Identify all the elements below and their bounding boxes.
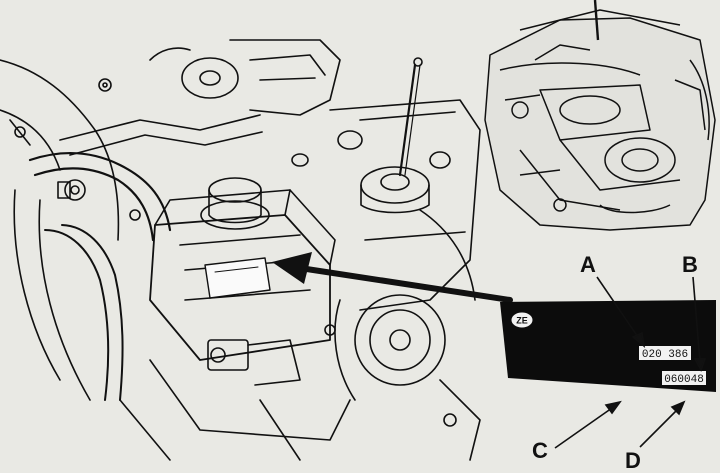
engine-bay-illustration [0,39,481,461]
callout-a: A [580,252,596,277]
code-2-label-bg [662,371,706,385]
pointer-arrow [272,252,513,303]
leader-c [554,407,613,449]
leader-d-head [670,400,686,416]
leader-b-head [693,358,707,372]
callout-b: B [682,252,698,277]
callout-c: C [532,438,548,463]
plate-logo: ZE [516,316,528,326]
leader-a [596,276,641,341]
gearbox-inset [484,0,716,231]
plate-logo-badge [510,311,534,329]
leader-b [692,276,701,363]
code-1-label-bg [639,346,691,360]
identification-plate: ZE 020 386 060048 [500,300,716,392]
leader-d [639,409,678,448]
callout-leaders [554,276,707,449]
plate-code-1: 020 386 [642,349,688,361]
plate-code-2: 060048 [664,374,704,386]
callout-labels: A B C D [532,252,698,473]
leader-c-head [604,400,622,415]
callout-d: D [625,448,641,473]
leader-a-head [631,331,646,348]
